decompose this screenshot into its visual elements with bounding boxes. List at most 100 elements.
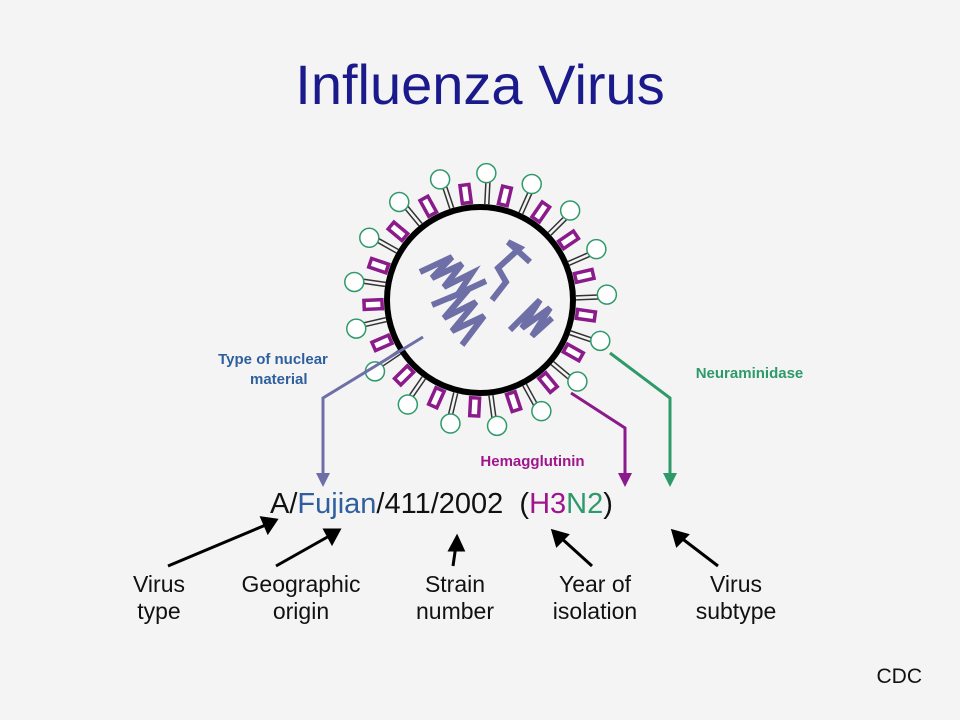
neuraminidase-stalk xyxy=(446,186,455,208)
neuraminidase-spike xyxy=(344,271,365,293)
hemagglutinin-spike xyxy=(536,370,560,395)
strain-type: A xyxy=(270,488,290,520)
strain-number: 411 xyxy=(384,488,431,520)
neuraminidase-stalk xyxy=(567,252,589,263)
neuraminidase-stalk xyxy=(378,238,399,251)
nuclear-label-line2: material xyxy=(250,371,308,388)
part-label-line2: subtype xyxy=(695,598,777,624)
neuraminidase-stalk xyxy=(550,364,569,380)
part-label-line2: number xyxy=(416,598,494,624)
neuraminidase-spike xyxy=(346,318,367,339)
part-label-strain-number: Strain number xyxy=(380,571,530,625)
neuraminidase-stalk xyxy=(488,395,493,418)
arrow-virus-subtype xyxy=(679,535,719,568)
neuraminidase-stalk xyxy=(442,187,451,210)
hemagglutinin-spike xyxy=(529,199,553,225)
neuraminidase-pointer-line xyxy=(609,351,672,480)
neuraminidase-stalk xyxy=(522,385,535,406)
part-label-line1: Virus xyxy=(710,571,762,597)
virus-membrane xyxy=(384,204,576,396)
strain-separator: / xyxy=(430,488,439,520)
neuraminidase-spike xyxy=(388,191,410,213)
neuraminidase-stalk xyxy=(447,392,455,415)
arrow-year-of-isolation xyxy=(558,535,594,568)
hemagglutinin-label: Hemagglutinin xyxy=(480,453,585,470)
neuraminidase-stalk xyxy=(364,320,387,328)
hemagglutinin-spike xyxy=(467,395,482,418)
neuraminidase-spike xyxy=(596,284,618,305)
rna-segment-1 xyxy=(418,254,488,302)
strain-open-paren: ( xyxy=(519,488,530,520)
hemagglutinin-spike xyxy=(560,341,586,364)
neuraminidase-stalk xyxy=(451,393,459,415)
hemagglutinin-spike xyxy=(504,389,523,414)
page-title: Influenza Virus xyxy=(295,53,665,116)
neuraminidase-stalk xyxy=(570,330,592,339)
strain-year: 2002 xyxy=(438,488,504,520)
arrow-virus-type xyxy=(167,522,269,568)
neuraminidase-spike xyxy=(476,162,497,184)
neuraminidase-stalk xyxy=(363,278,386,284)
strain-gap xyxy=(503,488,519,520)
neuraminidase-stalk xyxy=(518,191,529,213)
surface-spikes xyxy=(344,162,618,437)
hemagglutinin-pointer-arrow xyxy=(618,473,632,487)
neuraminidase-stalk xyxy=(484,182,487,205)
neuraminidase-stalk xyxy=(550,219,568,236)
part-label-line1: Year of xyxy=(558,571,632,597)
strain-origin: Fujian xyxy=(297,488,377,520)
credit-cdc: CDC xyxy=(876,665,923,688)
strain-neuraminidase: N2 xyxy=(566,488,604,520)
neuraminidase-spike xyxy=(359,227,380,249)
nuclear-pointer-line xyxy=(321,335,424,480)
rna-segment-3 xyxy=(430,287,487,347)
part-label-year-of-isolation: Year of isolation xyxy=(520,571,670,625)
neuraminidase-stalk xyxy=(363,282,386,288)
nuclear-label-line1: Type of nuclear xyxy=(218,351,328,368)
neuraminidase-stalk xyxy=(553,361,571,377)
part-label-line2: origin xyxy=(272,598,330,624)
neuraminidase-stalk xyxy=(412,378,427,398)
neuraminidase-stalk xyxy=(525,383,538,404)
part-label-virus-type: Virus type xyxy=(84,571,234,625)
rna-segments xyxy=(418,239,555,347)
hemagglutinin-spike xyxy=(369,332,395,353)
rna-segment-2 xyxy=(489,239,533,302)
neuraminidase-stalk xyxy=(376,241,397,254)
neuraminidase-stalk xyxy=(522,193,533,215)
hemagglutinin-pointer-line xyxy=(570,391,627,480)
strain-hemagglutinin: H3 xyxy=(529,488,567,520)
part-arrows xyxy=(167,516,719,568)
neuraminidase-stalk xyxy=(569,255,591,266)
neuraminidase-spike xyxy=(559,200,581,221)
hemagglutinin-spike xyxy=(556,228,581,252)
neuraminidase-stalk xyxy=(576,298,599,301)
neuraminidase-stalk xyxy=(575,294,598,297)
hemagglutinin-spike xyxy=(457,182,474,206)
neuraminidase-stalk xyxy=(381,353,402,367)
strain-name: A/Fujian/411/2002 (H3N2) xyxy=(270,488,613,521)
neuraminidase-spike xyxy=(590,330,611,352)
strain-separator: / xyxy=(289,488,298,520)
hemagglutinin-spike xyxy=(392,363,417,388)
part-label-line1: Strain xyxy=(424,571,486,597)
neuraminidase-stalk xyxy=(407,205,423,224)
neuraminidase-stalk xyxy=(547,216,565,233)
part-label-virus-subtype: Virus subtype xyxy=(661,571,811,625)
part-label-line1: Virus xyxy=(133,571,185,597)
neuraminidase-stalk xyxy=(409,376,423,396)
neuraminidase-spike xyxy=(486,415,508,437)
neuraminidase-stalk xyxy=(492,395,497,418)
hemagglutinin-spike xyxy=(417,193,439,219)
neuraminidase-pointer-arrow xyxy=(663,473,677,487)
neuraminidase-spike xyxy=(440,413,461,434)
hemagglutinin-spike xyxy=(385,219,411,244)
hemagglutinin-spike xyxy=(362,297,385,312)
part-label-line1: Geographic xyxy=(241,571,361,597)
neuraminidase-stalk xyxy=(488,182,491,205)
neuraminidase-spike xyxy=(397,394,419,415)
hemagglutinin-spike xyxy=(574,307,598,323)
neuraminidase-stalk xyxy=(363,316,386,324)
hemagglutinin-spike xyxy=(426,385,447,411)
